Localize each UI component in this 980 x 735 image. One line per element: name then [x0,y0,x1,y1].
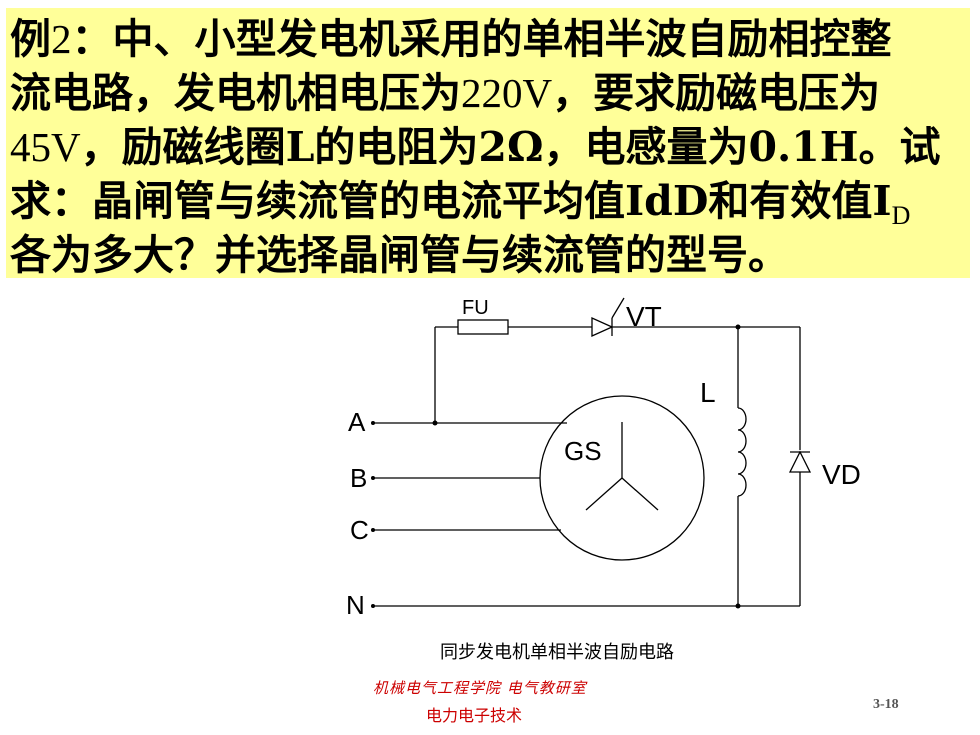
problem-line-2: 流电路，发电机相电压为220V，要求励磁电压为 [10,69,881,117]
label-gs: GS [564,436,602,466]
problem-line-3: 45V，励磁线圈L的电阻为2Ω，电感量为0.1H。试 [10,123,941,171]
problem-line-1: 例2：中、小型发电机采用的单相半波自励相控整 [10,15,892,63]
label-fu: FU [462,297,489,319]
terminal-b [371,476,375,480]
label-c: C [350,515,369,545]
diode-vd [788,450,812,473]
label-b: B [350,463,367,493]
terminal-n [371,604,375,608]
diagram-caption: 同步发电机单相半波自励电路 [440,642,674,663]
label-l: L [700,377,716,408]
problem-statement: 例2：中、小型发电机采用的单相半波自励相控整 流电路，发电机相电压为220V，要… [6,8,970,279]
fuse-fu [457,319,509,335]
node-top-right [735,324,741,330]
thyristor-gate [611,297,625,319]
page-number: 3-18 [873,697,899,712]
label-vt: VT [626,301,662,332]
node-a [432,420,438,426]
subscript-d: D [891,201,911,231]
terminal-c [371,528,375,532]
terminal-a [371,421,375,425]
footer-course: 电力电子技术 [426,706,523,725]
problem-line-5: 各为多大？并选择晶闸管与续流管的型号。 [10,231,789,279]
generator-star-2 [585,477,623,511]
label-a: A [348,407,366,437]
label-n: N [346,590,365,620]
thyristor-vt [591,316,614,338]
label-vd: VD [822,459,861,490]
node-bottom-right [735,603,741,609]
inductor-l [737,407,747,497]
problem-line-4: 求：晶闸管与续流管的电流平均值IdD和有效值ID [10,177,911,231]
footer-department: 机械电气工程学院 电气教研室 [373,679,587,697]
generator-star-3 [621,477,659,511]
